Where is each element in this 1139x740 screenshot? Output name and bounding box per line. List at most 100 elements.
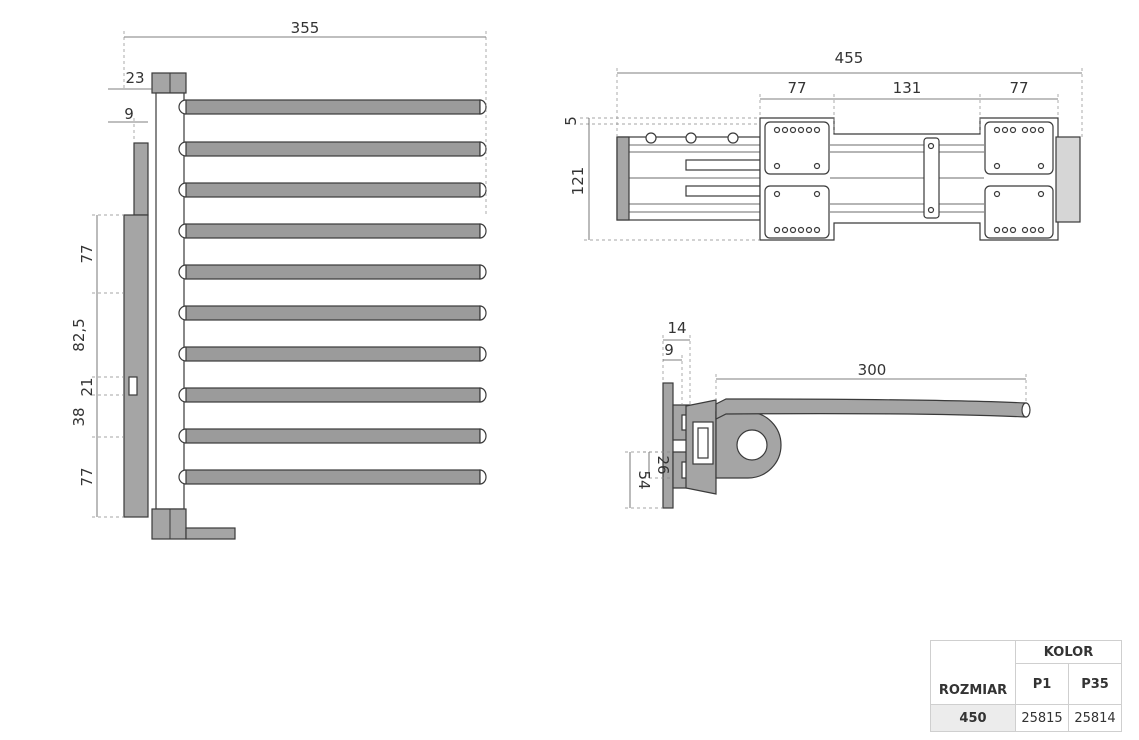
dim-left-top-offset: 23 <box>125 69 144 87</box>
screw-hole <box>993 190 1001 198</box>
dim-left-small-offset: 9 <box>124 105 134 123</box>
rod-hook-1 <box>178 99 187 115</box>
plate-bottom-left <box>764 185 830 239</box>
rod-1 <box>185 99 481 115</box>
dim-left-spacing-b: 21 <box>78 377 96 396</box>
column-foot <box>185 527 236 540</box>
rod-cap-10 <box>479 469 487 485</box>
screw-hole <box>781 226 789 234</box>
screw-hole <box>789 126 797 134</box>
rod-hook-3 <box>178 182 187 198</box>
screw-hole <box>1001 126 1009 134</box>
side-view: 14 9 300 26 54 <box>625 319 1031 509</box>
dim-left-spacing-bottom: 77 <box>78 467 96 486</box>
rod-hook-10 <box>178 469 187 485</box>
dim-side-d: 54 <box>635 470 653 489</box>
screw-hole <box>773 226 781 234</box>
rod-cap-3 <box>479 182 487 198</box>
rod-7 <box>185 346 481 362</box>
dim-top-offset: 5 <box>562 116 580 126</box>
screw-hole <box>797 226 805 234</box>
screw-hole <box>781 126 789 134</box>
code-p35: 25814 <box>1068 704 1122 732</box>
carriage-body <box>759 117 1059 241</box>
rod-hook-6 <box>178 305 187 321</box>
dim-top-overall: 455 <box>835 49 864 67</box>
screw-hole <box>773 162 781 170</box>
screw-hole <box>1037 190 1045 198</box>
plate-top-left <box>764 121 830 175</box>
rod-6 <box>185 305 481 321</box>
column-body <box>155 92 185 510</box>
dim-top-seg-mid: 131 <box>893 79 922 97</box>
column-top-cap <box>151 72 187 94</box>
screw-hole <box>1001 226 1009 234</box>
plate-top-right <box>984 121 1054 175</box>
rod-3 <box>185 182 481 198</box>
code-p1: 25815 <box>1015 704 1069 732</box>
side-arm-cap <box>1021 402 1031 418</box>
screw-hole <box>805 226 813 234</box>
screw-hole <box>1009 226 1017 234</box>
side-wall-plate <box>662 382 674 509</box>
screw-hole <box>1029 126 1037 134</box>
screw-hole <box>1029 226 1037 234</box>
dim-top-height: 121 <box>569 167 587 196</box>
rod-cap-9 <box>479 428 487 444</box>
screw-hole <box>993 126 1001 134</box>
dim-side-a: 14 <box>667 319 686 337</box>
dim-side-b: 9 <box>664 341 674 359</box>
carriage-end <box>1055 136 1081 223</box>
rod-hook-5 <box>178 264 187 280</box>
screw-hole <box>789 226 797 234</box>
col-p35: P35 <box>1068 663 1122 705</box>
dim-left-spacing-a: 82,5 <box>70 318 88 351</box>
front-view: 355 23 9 77 82,5 21 38 77 <box>70 19 487 540</box>
dim-side-c: 26 <box>654 455 672 474</box>
rods-group <box>178 99 487 485</box>
rod-9 <box>185 428 481 444</box>
rod-cap-6 <box>479 305 487 321</box>
screw-hole <box>773 190 781 198</box>
top-view: 455 77 131 77 5 121 <box>562 49 1083 241</box>
rail-housing <box>616 136 761 221</box>
color-header: KOLOR <box>1015 640 1122 664</box>
bracket-plate <box>123 214 149 518</box>
screw-hole <box>1021 226 1029 234</box>
plate-bottom-right <box>984 185 1054 239</box>
screw-hole <box>1021 126 1029 134</box>
screw-hole <box>805 126 813 134</box>
rod-hook-2 <box>178 141 187 157</box>
screw-hole <box>993 162 1001 170</box>
rod-cap-5 <box>479 264 487 280</box>
rod-cap-1 <box>479 99 487 115</box>
rod-8 <box>185 387 481 403</box>
column-bottom-cap <box>151 508 187 540</box>
rod-5 <box>185 264 481 280</box>
screw-hole <box>1009 126 1017 134</box>
screw-hole <box>813 190 821 198</box>
screw-hole <box>797 126 805 134</box>
side-eye-hole <box>736 429 768 461</box>
screw-hole <box>813 126 821 134</box>
rod-4 <box>185 223 481 239</box>
bracket-slot <box>128 376 138 396</box>
col-p1: P1 <box>1015 663 1069 705</box>
screw-hole <box>1037 126 1045 134</box>
dim-left-width: 355 <box>291 19 320 37</box>
screw-holes <box>773 126 1045 234</box>
bracket-upper-plate <box>133 142 149 216</box>
dim-left-spacing-top: 77 <box>78 244 96 263</box>
size-header-cell: ROZMIAR <box>930 640 1016 705</box>
screw-hole <box>993 226 1001 234</box>
center-clip <box>923 137 940 219</box>
rod-hook-4 <box>178 223 187 239</box>
rod-hook-8 <box>178 387 187 403</box>
spec-table: ROZMIAR KOLOR P1 P35 450 25815 25814 <box>930 640 1122 732</box>
rod-2 <box>185 141 481 157</box>
rod-cap-8 <box>479 387 487 403</box>
dim-top-seg-right: 77 <box>1009 79 1028 97</box>
screw-hole <box>813 226 821 234</box>
rod-cap-4 <box>479 223 487 239</box>
